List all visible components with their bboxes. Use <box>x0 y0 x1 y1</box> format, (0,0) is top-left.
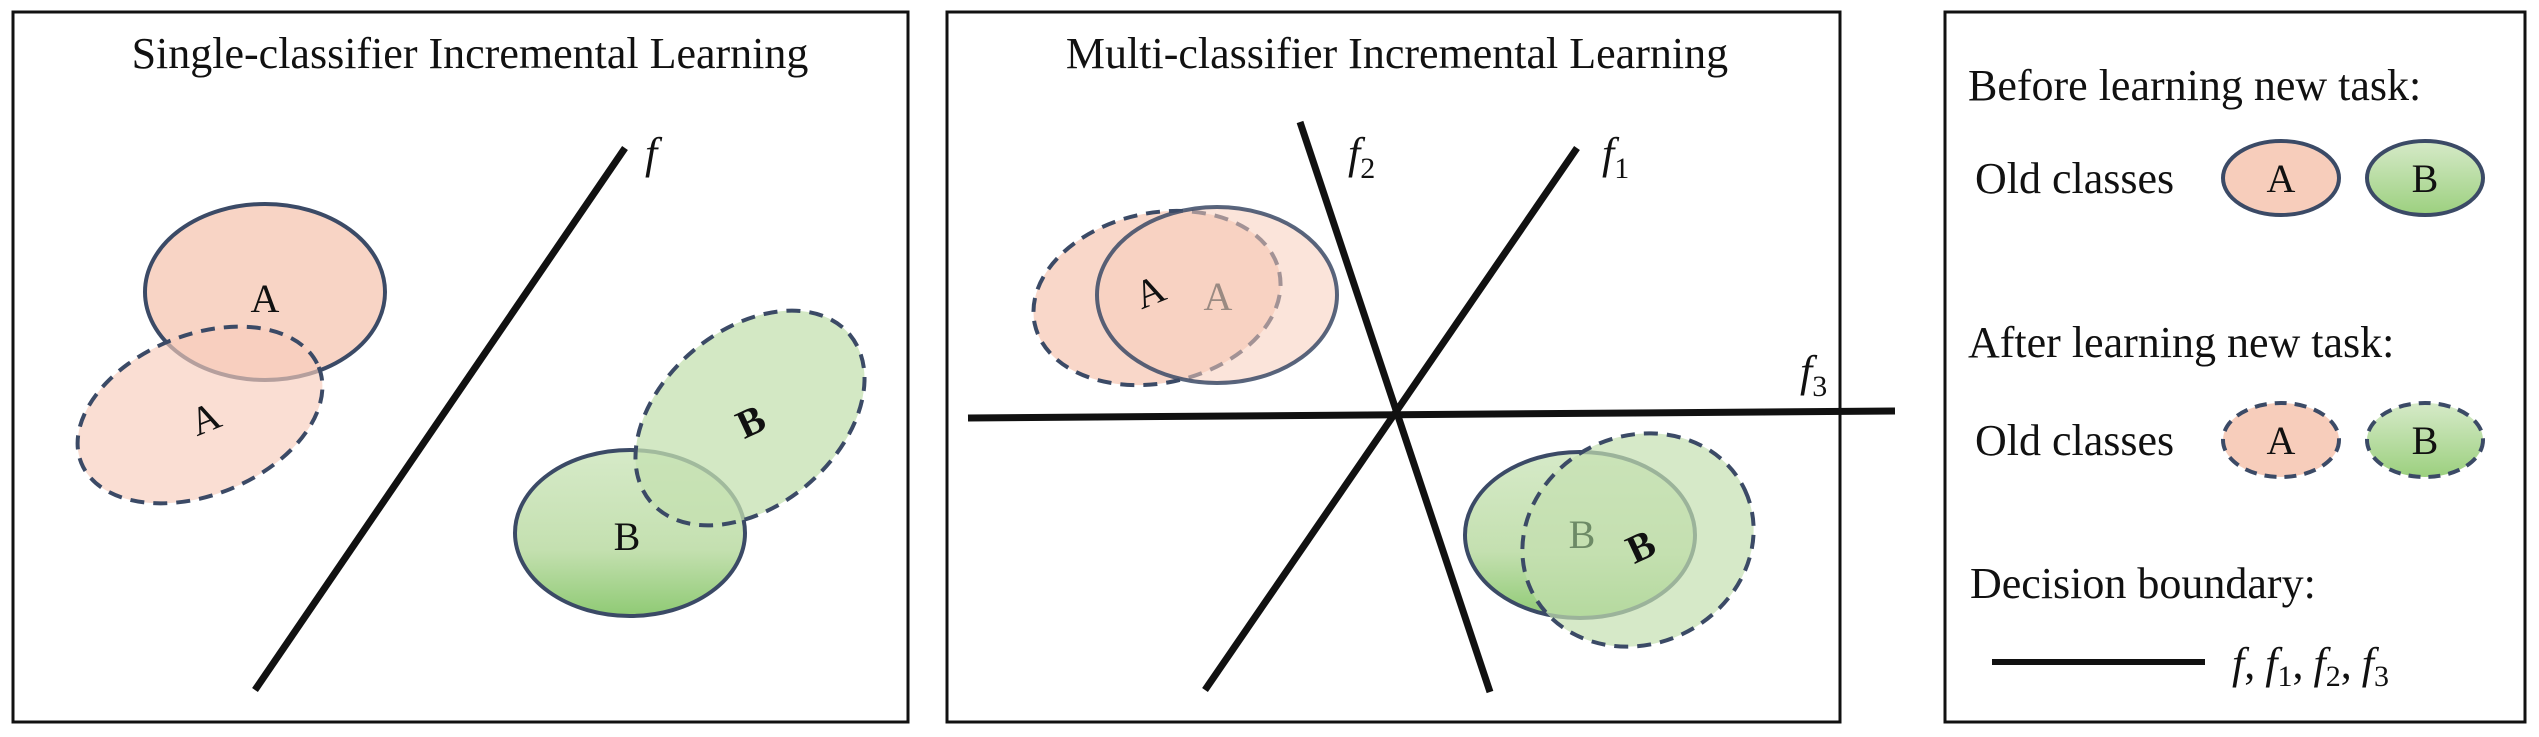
legend-before-b-label: B <box>2412 156 2439 201</box>
legend-after-a-label: A <box>2267 418 2296 463</box>
legend-decision-heading: Decision boundary: <box>1970 559 2316 608</box>
class-a-before-label: A <box>1204 274 1233 319</box>
legend-before-a-label: A <box>2267 156 2296 201</box>
legend-after-heading: After learning new task: <box>1968 318 2394 367</box>
class-b-before-label: B <box>614 514 641 559</box>
boundary-label-f1: f1 <box>1602 129 1629 185</box>
class-a-before <box>1095 205 1339 385</box>
boundary-label-f3: f3 <box>1800 347 1827 403</box>
decision-boundary-f1 <box>1202 146 1580 692</box>
class-a-after <box>75 324 325 506</box>
boundary-label-f: f <box>645 129 663 178</box>
panel-multi-classifier: Multi-classifier Incremental Learning A … <box>945 10 1896 724</box>
class-a-before-label: A <box>251 276 280 321</box>
panel-frame <box>945 10 1842 724</box>
legend-before-heading: Before learning new task: <box>1968 61 2421 110</box>
panel-single-classifier: Single-classifier Incremental Learning f… <box>11 10 910 724</box>
decision-boundary-f2 <box>1296 120 1494 694</box>
panel-frame <box>1943 10 2527 724</box>
class-b-after <box>633 308 867 528</box>
legend-before-b-swatch <box>2365 139 2485 217</box>
panel-frame <box>11 10 910 724</box>
legend-before-label: Old classes <box>1975 154 2174 203</box>
class-b-before-label: B <box>1569 512 1596 557</box>
legend-after-a-swatch <box>2221 401 2341 479</box>
decision-boundary-f <box>252 146 628 692</box>
legend-boundary-names: f,f1,f2,f3 <box>2232 639 2389 693</box>
legend-after-label: Old classes <box>1975 416 2174 465</box>
class-b-after <box>1520 431 1756 649</box>
legend-panel: Before learning new task: Old classes A … <box>1943 10 2527 724</box>
legend-before-a-swatch <box>2221 139 2341 217</box>
boundary-label-f2: f2 <box>1348 129 1375 185</box>
panel-title: Single-classifier Incremental Learning <box>132 29 809 78</box>
legend-after-b-label: B <box>2412 418 2439 463</box>
panel-title: Multi-classifier Incremental Learning <box>1066 29 1728 78</box>
decision-boundary-f3 <box>967 407 1896 422</box>
legend-after-b-swatch <box>2365 401 2485 479</box>
